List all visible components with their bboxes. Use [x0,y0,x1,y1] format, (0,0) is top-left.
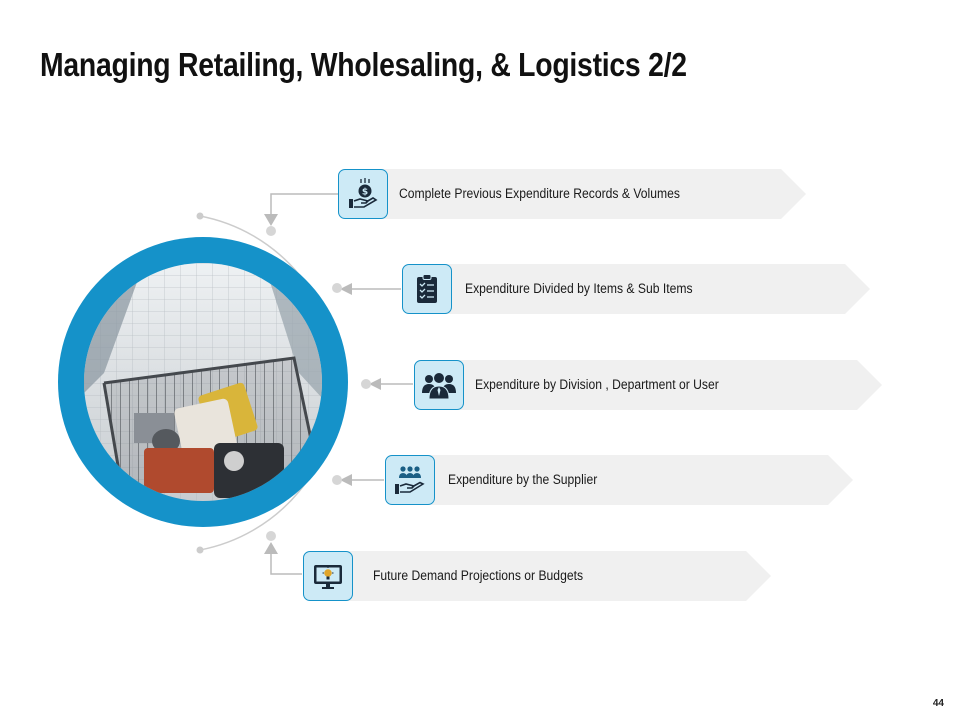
slide-title: Managing Retailing, Wholesaling, & Logis… [40,46,687,83]
arc-end-dot-bottom [196,546,204,554]
money-hand-icon: $ [338,169,388,219]
list-item-1: Complete Previous Expenditure Records & … [338,169,806,219]
item-banner [438,264,870,314]
item-label: Expenditure by Division , Department or … [475,377,719,392]
item-banner [339,551,771,601]
connector-top-elbow [270,193,338,216]
item-label: Complete Previous Expenditure Records & … [399,186,680,201]
page-number: 44 [932,698,944,709]
connector-dot-1 [266,226,276,236]
arrow-head-top [264,214,278,226]
arc-end-dot-top [196,212,204,220]
connector-bottom-elbow [270,552,302,575]
arrow-head-3 [369,378,381,390]
item-banner [450,360,882,410]
list-item-5: Future Demand Projections or Budgets [303,551,771,601]
item-label: Expenditure Divided by Items & Sub Items [465,281,693,296]
people-hand-icon [385,455,435,505]
list-item-2: Expenditure Divided by Items & Sub Items [402,264,870,314]
arrow-head-4 [340,474,352,486]
connector-dot-2 [332,283,342,293]
monitor-idea-icon [303,551,353,601]
list-item-4: Expenditure by the Supplier [385,455,853,505]
item-banner [421,455,853,505]
item-label: Future Demand Projections or Budgets [373,568,584,583]
connector-dot-4 [332,475,342,485]
list-item-3: Expenditure by Division , Department or … [414,360,882,410]
arrow-head-2 [340,283,352,295]
clipboard-checklist-icon [402,264,452,314]
connector-dot-3 [361,379,371,389]
item-banner [374,169,806,219]
svg-text:$: $ [362,188,368,198]
shopping-cart-photo [84,263,322,501]
team-icon [414,360,464,410]
item-label: Expenditure by the Supplier [448,472,598,487]
arrow-head-bottom [264,542,278,554]
connector-dot-5 [266,531,276,541]
